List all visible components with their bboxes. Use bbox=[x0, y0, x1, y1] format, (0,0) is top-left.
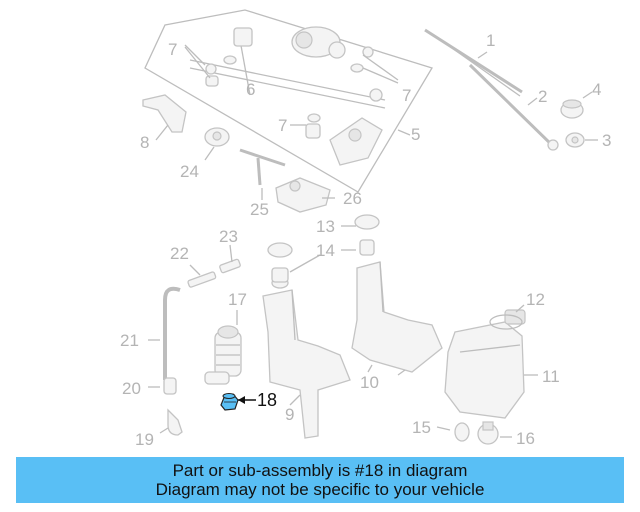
callout-5: 5 bbox=[411, 125, 420, 144]
callout-19: 19 bbox=[135, 430, 154, 449]
callout-7-mid: 7 bbox=[278, 116, 287, 135]
callout-18: 18 bbox=[257, 390, 277, 410]
wiper-blade-and-arm bbox=[424, 28, 559, 151]
callout-3: 3 bbox=[602, 131, 611, 150]
hose-connector-25 bbox=[239, 148, 286, 200]
banner-line-1: Part or sub-assembly is #18 in diagram bbox=[172, 461, 468, 480]
callout-23: 23 bbox=[219, 227, 238, 246]
wiper-linkage-assembly bbox=[144, 9, 433, 193]
parts-diagram: 1 2 3 4 5 6 7 7 7 8 9 10 11 12 13 14 15 … bbox=[120, 9, 611, 449]
callout-2: 2 bbox=[538, 87, 547, 106]
callout-24: 24 bbox=[180, 162, 199, 181]
callout-17: 17 bbox=[228, 290, 247, 309]
callout-9: 9 bbox=[285, 405, 294, 424]
washer-hose-21 bbox=[148, 286, 181, 380]
callout-11: 11 bbox=[542, 367, 560, 386]
washer-reservoir-10 bbox=[351, 214, 443, 373]
washer-pump-17 bbox=[204, 310, 242, 385]
washer-reservoir-11 bbox=[444, 309, 538, 419]
grommet-18-highlight bbox=[220, 393, 256, 411]
seal-12 bbox=[489, 304, 525, 330]
callout-26: 26 bbox=[343, 189, 362, 208]
callout-12: 12 bbox=[526, 290, 545, 309]
pivot-caps bbox=[560, 91, 598, 148]
callout-15: 15 bbox=[412, 418, 431, 437]
bracket-8 bbox=[142, 94, 187, 141]
callout-7-left: 7 bbox=[168, 40, 177, 59]
callout-25: 25 bbox=[250, 200, 269, 219]
callout-20: 20 bbox=[122, 379, 141, 398]
grommet-24 bbox=[204, 127, 230, 161]
banner-line-2: Diagram may not be specific to your vehi… bbox=[155, 480, 485, 499]
pump-parts-15-16 bbox=[454, 421, 512, 445]
callout-14: 14 bbox=[316, 241, 335, 260]
callout-10: 10 bbox=[360, 373, 379, 392]
info-banner: Part or sub-assembly is #18 in diagram D… bbox=[16, 457, 624, 503]
cover-26 bbox=[275, 177, 335, 213]
callout-21: 21 bbox=[120, 331, 139, 350]
callout-16: 16 bbox=[516, 429, 535, 448]
callout-7-right: 7 bbox=[402, 86, 411, 105]
washer-reservoir-9 bbox=[262, 242, 351, 439]
callout-1: 1 bbox=[486, 31, 495, 50]
connectors bbox=[148, 244, 241, 436]
callout-22: 22 bbox=[170, 244, 189, 263]
callout-4: 4 bbox=[592, 80, 601, 99]
callout-13: 13 bbox=[316, 217, 335, 236]
callout-6: 6 bbox=[246, 80, 255, 99]
callout-8: 8 bbox=[140, 133, 149, 152]
